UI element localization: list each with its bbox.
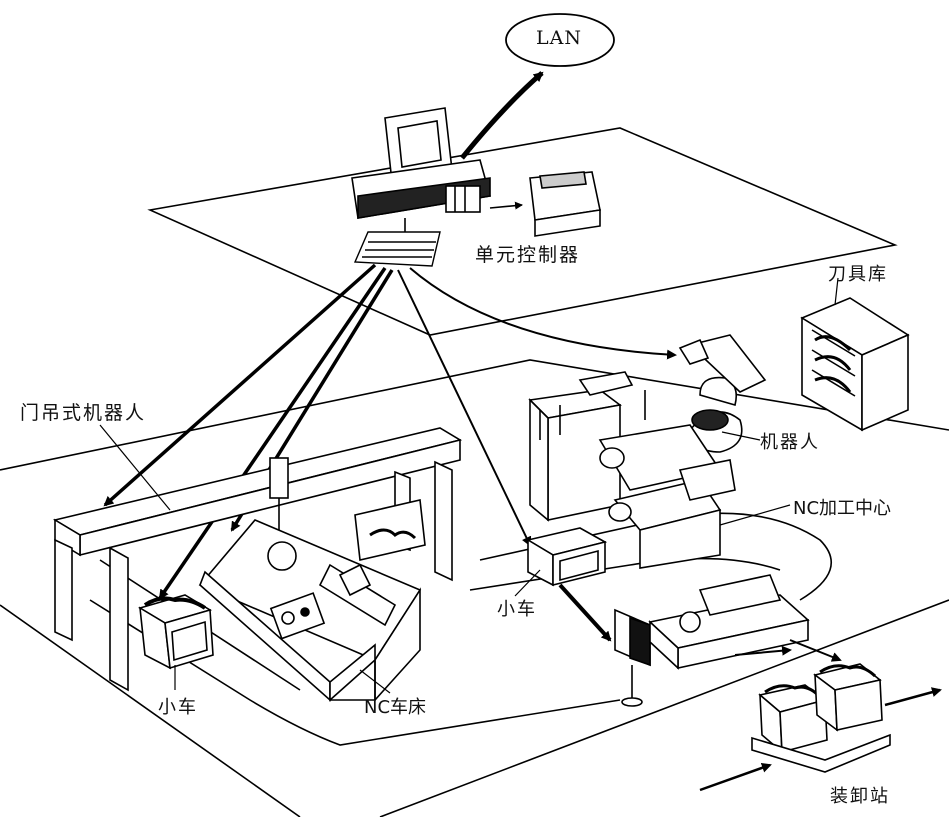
- printer-icon: [530, 172, 600, 236]
- nc-machining-center-label: NC加工中心: [793, 494, 891, 520]
- load-station-label: 装卸站: [830, 782, 890, 808]
- shuttle-icon: [560, 585, 650, 706]
- cart-left-icon: [140, 595, 213, 668]
- cart-left-label: 小车: [158, 693, 198, 719]
- nc-lathe-label: NC车床: [364, 693, 426, 719]
- robot-label: 机器人: [760, 428, 820, 454]
- lan-label: LAN: [536, 27, 582, 49]
- tool-magazine-label: 刀具库: [828, 260, 888, 286]
- keyboard-icon: [355, 232, 440, 266]
- cart-right-label: 小车: [497, 595, 537, 621]
- gantry-robot-label: 门吊式机器人: [20, 398, 146, 425]
- controller-platform: [150, 128, 895, 335]
- cell-controller-label: 单元控制器: [475, 240, 580, 267]
- cart-right-icon: [528, 528, 605, 585]
- load-station-icon: [650, 575, 940, 790]
- tool-magazine-icon: [802, 298, 908, 430]
